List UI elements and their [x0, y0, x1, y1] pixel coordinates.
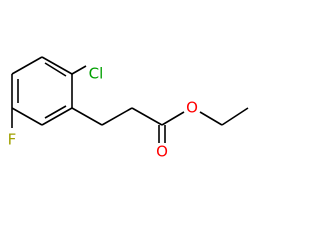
bond-ring-inner-1	[44, 62, 67, 77]
bond-ring-cl	[71, 65, 87, 75]
bond-ring-3	[41, 107, 73, 126]
bond-ring-ch2	[71, 107, 103, 126]
bond-ch2-c	[131, 107, 163, 126]
bond-ch2-ch2	[101, 107, 133, 126]
bond-ch2-ch3	[221, 107, 249, 126]
bond-ring-1	[41, 56, 73, 75]
fluorine-label: F	[8, 131, 17, 149]
bond-ring-4	[11, 107, 43, 126]
bond-c-oester	[161, 111, 185, 126]
carbonyl-oxygen-label: O	[156, 143, 168, 161]
ester-oxygen-label: O	[186, 99, 198, 117]
structure-diagram: ClF O O	[8, 56, 249, 161]
bond-ring-inner-2	[44, 105, 67, 119]
bond-o-ch2	[199, 111, 223, 126]
chlorine-label: Cl	[89, 65, 104, 83]
bond-ring-6	[11, 56, 43, 75]
